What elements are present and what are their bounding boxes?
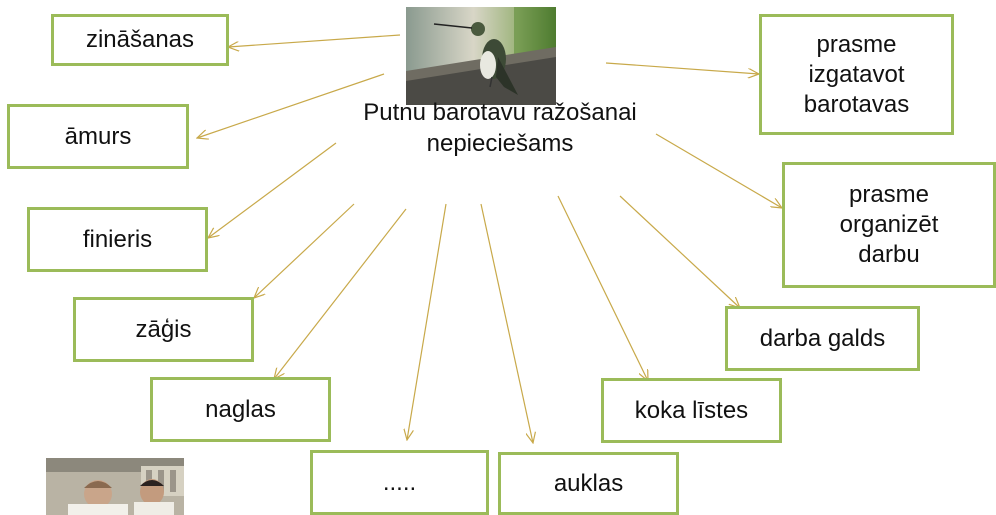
arrow-to-zinasanas [228, 34, 401, 47]
box-koka-listes: koka līstes [601, 378, 782, 443]
arrow-to-galds [619, 195, 740, 308]
arrow-to-organizet [655, 133, 782, 208]
box-auklas: auklas [498, 452, 679, 515]
arrow-to-auklas [480, 203, 533, 443]
arrow-to-amurs [197, 73, 385, 138]
box-prasme-izgatavot: prasme izgatavot barotavas [759, 14, 954, 135]
center-title: Putnu barotavu ražošanai nepieciešams [363, 99, 637, 158]
arrow-to-koka [557, 195, 648, 381]
box-darba-galds: darba galds [725, 306, 920, 371]
hummingbird-photo [406, 7, 556, 105]
arrow-to-zagis [254, 203, 355, 298]
box-prasme-organizet: prasme organizēt darbu [782, 162, 996, 288]
box-amurs: āmurs [7, 104, 189, 169]
arrow-to-finieris [208, 142, 337, 238]
workers-photo [46, 458, 184, 515]
arrow-to-naglas [274, 208, 407, 379]
box-zinasanas: zināšanas [51, 14, 229, 66]
box-dots: ..... [310, 450, 489, 515]
arrow-to-dots [407, 203, 447, 440]
box-zagis: zāģis [73, 297, 254, 362]
arrow-to-izgatavot [605, 62, 759, 74]
box-finieris: finieris [27, 207, 208, 272]
box-naglas: naglas [150, 377, 331, 442]
